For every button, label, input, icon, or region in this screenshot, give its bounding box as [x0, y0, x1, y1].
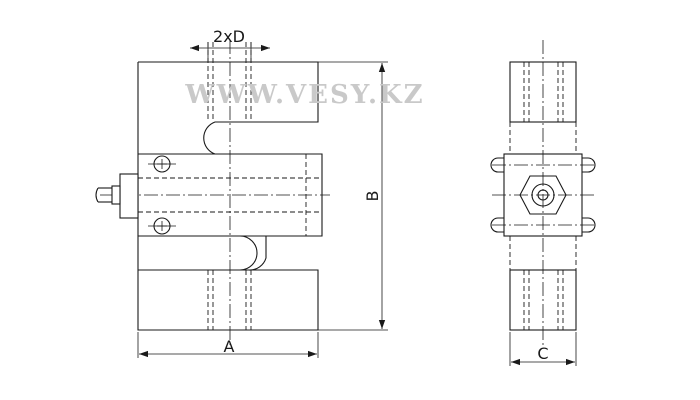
side-view: C	[490, 40, 596, 366]
side-screw-heads	[490, 157, 596, 233]
lower-screw-icon	[148, 217, 176, 235]
depth-dimension-label: C	[537, 344, 548, 363]
top-mounting-hole-hidden	[207, 42, 252, 122]
side-hidden-holes	[509, 62, 577, 330]
bottom-mounting-hole-hidden	[207, 270, 252, 330]
upper-screw-icon	[148, 155, 176, 173]
cable-connector	[95, 173, 139, 219]
hole-dimension: 2xD	[190, 27, 270, 62]
width-dimension-label: A	[224, 337, 235, 356]
height-dimension-label: B	[363, 191, 382, 202]
watermark: WWW.VESY.KZ	[184, 80, 424, 110]
hole-dimension-label: 2xD	[213, 27, 245, 46]
height-dimension: B	[318, 61, 388, 331]
width-dimension: A	[137, 332, 319, 358]
lower-slot-curve	[138, 235, 258, 271]
depth-dimension: C	[509, 332, 577, 366]
front-view: 2xD A B	[95, 27, 388, 358]
